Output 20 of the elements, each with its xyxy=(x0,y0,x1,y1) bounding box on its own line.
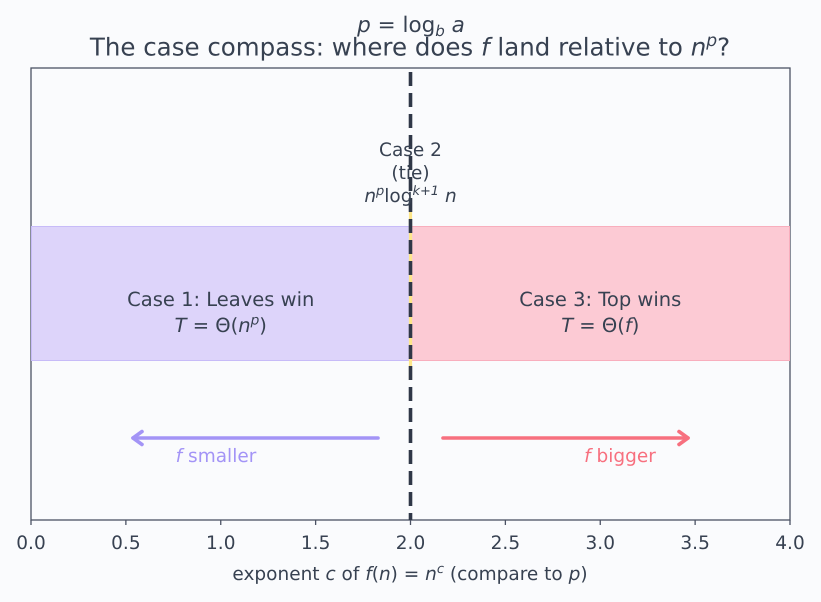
tick-label: 1.0 xyxy=(206,532,236,556)
tick-label: 0.0 xyxy=(16,532,46,556)
tick-label: 4.0 xyxy=(775,532,805,556)
region-band xyxy=(31,226,410,361)
tick-label: 1.5 xyxy=(300,532,330,556)
case-heading: Case 2 (tie) xyxy=(378,139,443,185)
arrow-label: f bigger xyxy=(584,446,656,468)
formula-text: n$^{p}$log$^{k+1}$ n xyxy=(364,185,457,208)
tick-label: 3.0 xyxy=(586,532,615,556)
band-heading: Case 1: Leaves win xyxy=(127,287,314,313)
tick-label: 0.5 xyxy=(111,532,141,556)
tick-label: 3.5 xyxy=(680,532,710,556)
formula-text: T = Θ(f) xyxy=(561,313,640,339)
tick-label: 2.5 xyxy=(490,532,520,556)
tick-label: 2.0 xyxy=(396,532,426,556)
axis-title: exponent c of f(n) = n$^{c}$ (compare to p) xyxy=(232,564,588,586)
region-band xyxy=(410,226,790,361)
band-heading: Case 3: Top wins xyxy=(519,287,682,313)
arrow-label: f smaller xyxy=(176,446,256,468)
formula-text: T = Θ(n$^{p}$) xyxy=(174,313,267,339)
